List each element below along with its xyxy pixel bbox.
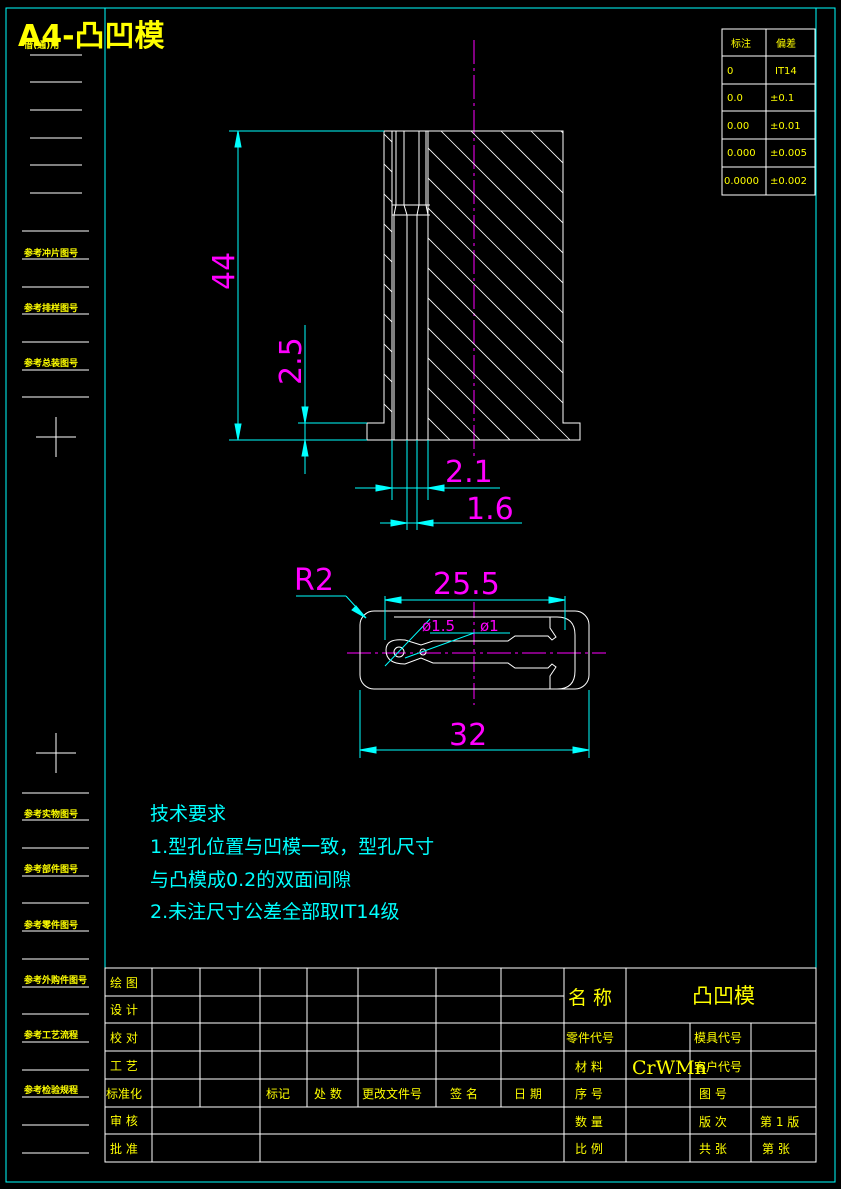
left-strip-label: 参考零件图号	[24, 919, 78, 931]
tolerance-cell: ±0.01	[770, 121, 801, 132]
tolerance-cell: ±0.002	[770, 176, 807, 187]
tolerance-cell: 0	[727, 66, 733, 77]
row-label: 校 对	[110, 1030, 138, 1045]
drawing-no-label: 图 号	[699, 1087, 727, 1101]
plan-view: 25.5 32 R2 ø1.5 ø1	[294, 563, 606, 758]
width-dimensions	[355, 440, 522, 530]
material-label: 材 料	[575, 1060, 603, 1074]
plan-dims	[296, 595, 590, 758]
tolerance-table-text: 标注 偏差 0 IT14 0.0 ±0.1 0.00 ±0.01 0.000 ±…	[724, 37, 807, 187]
hole-b-label: ø1	[480, 617, 499, 635]
section-outline	[366, 130, 581, 441]
row-label: 绘 图	[110, 975, 138, 990]
sheet-title: A4-凸凹模	[18, 19, 165, 54]
left-wall-hatching	[384, 133, 392, 413]
outer-length-label: 32	[449, 718, 487, 753]
punch-profile	[385, 616, 576, 690]
section-view: 44 2.5 2.1 1.6	[207, 40, 581, 530]
tolerance-cell: 0.00	[727, 121, 749, 132]
mold-code-label: 模具代号	[694, 1031, 742, 1045]
title-block-text: 绘 图 设 计 校 对 工 艺 标准化 审 核 批 准 标记 处 数 更改文件号…	[106, 975, 799, 1156]
notes-line: 1.型孔位置与凹模一致，型孔尺寸	[150, 836, 434, 858]
width-b-label: 1.6	[466, 492, 514, 527]
version-value: 第 1 版	[760, 1115, 799, 1129]
change-header: 签 名	[450, 1086, 478, 1101]
left-strip-label: 参考实物图号	[24, 808, 78, 820]
material-value: CrWMn	[632, 1057, 707, 1079]
registration-cross-lower	[36, 733, 76, 773]
tolerance-cell: 0.0000	[724, 176, 759, 187]
height-dim-label: 44	[207, 252, 242, 290]
inner-length-label: 25.5	[433, 567, 500, 602]
left-strip-label: 参考冲片图号	[24, 247, 78, 259]
change-header: 标记	[266, 1087, 290, 1101]
notes-line: 2.未注尺寸公差全部取IT14级	[150, 901, 400, 923]
left-strip-label: 参考外购件图号	[24, 974, 87, 986]
seq-label: 序 号	[575, 1086, 603, 1101]
outer-outline	[359, 610, 590, 690]
tolerance-cell: IT14	[775, 66, 797, 77]
notes-title: 技术要求	[150, 803, 226, 825]
change-header: 更改文件号	[362, 1086, 422, 1101]
left-strip-label: 参考总装图号	[24, 357, 78, 369]
row-label: 工 艺	[110, 1059, 138, 1073]
tolerance-header: 偏差	[776, 37, 796, 50]
row-label: 审 核	[110, 1113, 138, 1128]
width-a-label: 2.1	[445, 455, 493, 490]
left-strip-label: 参考排样图号	[24, 302, 78, 314]
step-dimension	[298, 325, 367, 474]
left-strip-top-label: 借(通)用	[23, 39, 59, 51]
left-strip-text: 借(通)用 参考冲片图号 参考排样图号 参考总装图号 参考实物图号 参考部件图号…	[23, 39, 87, 1096]
row-label: 设 计	[110, 1003, 138, 1017]
tolerance-cell: 0.000	[727, 148, 756, 159]
tolerance-cell: ±0.1	[770, 93, 794, 104]
qty-label: 数 量	[575, 1114, 603, 1129]
hole-a-label: ø1.5	[422, 617, 455, 635]
hole-large	[393, 646, 405, 658]
scale-label: 比 例	[575, 1142, 603, 1156]
notes-line: 与凸模成0.2的双面间隙	[150, 869, 351, 891]
title-block-grid	[104, 967, 817, 1163]
technical-notes: 技术要求 1.型孔位置与凹模一致，型孔尺寸 与凸模成0.2的双面间隙 2.未注尺…	[150, 803, 434, 923]
total-sheets-label: 共 张	[699, 1142, 727, 1156]
left-strip-label: 参考部件图号	[24, 863, 78, 875]
hole-small	[419, 648, 427, 656]
left-strip-label: 参考工艺流程	[24, 1029, 78, 1041]
part-name: 凸凹模	[692, 984, 755, 1008]
step-dim-label: 2.5	[274, 337, 309, 385]
version-label: 版 次	[699, 1115, 727, 1129]
left-strip-lines	[22, 54, 89, 1154]
radius-label: R2	[294, 563, 334, 598]
sheet-no-label: 第 张	[762, 1142, 790, 1156]
part-code-label: 零件代号	[566, 1031, 614, 1045]
tolerance-cell: 0.0	[727, 93, 743, 104]
registration-cross-upper	[36, 417, 76, 457]
change-header: 处 数	[314, 1086, 342, 1101]
name-label: 名 称	[568, 987, 612, 1009]
change-header: 日 期	[514, 1087, 542, 1101]
tolerance-cell: ±0.005	[770, 148, 807, 159]
section-hatching	[428, 131, 580, 440]
tolerance-header: 标注	[731, 37, 751, 50]
row-label: 批 准	[110, 1141, 138, 1156]
customer-code-label: 客户代号	[694, 1059, 742, 1074]
row-label: 标准化	[106, 1087, 142, 1101]
left-strip-label: 参考检验规程	[24, 1084, 78, 1096]
height-dimension	[229, 130, 384, 441]
tolerance-table	[721, 28, 816, 196]
